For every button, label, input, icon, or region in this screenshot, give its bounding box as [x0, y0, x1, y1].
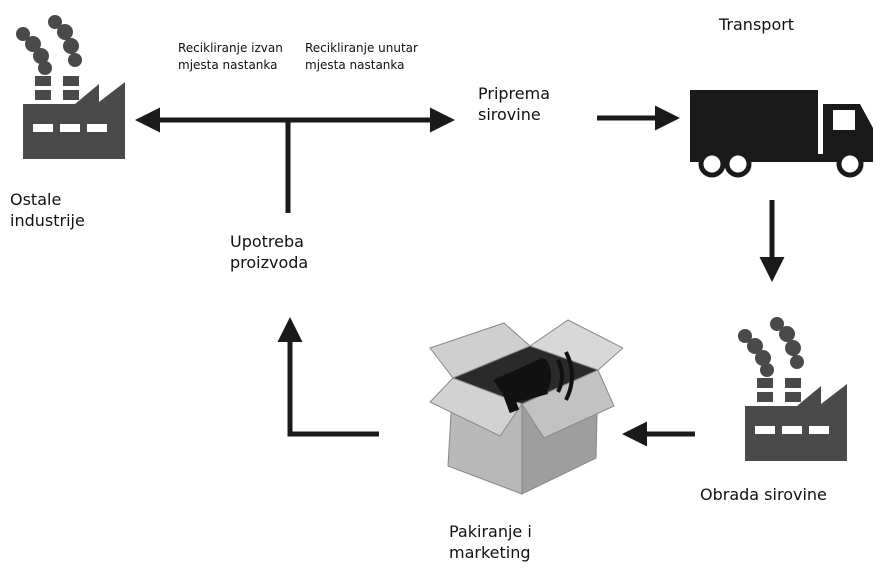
raw-prep-label: Priprema sirovine: [478, 84, 551, 124]
recycle-inside-label: Recikliranje unutar mjesta nastanka: [305, 41, 418, 72]
box-megaphone-icon: [429, 319, 623, 495]
processing-label: Obrada sirovine: [700, 485, 827, 504]
factory-icon: [16, 15, 125, 159]
truck-icon: [690, 90, 873, 178]
packaging-label: Pakiranje i marketing: [449, 522, 532, 562]
factory-icon: [738, 317, 847, 461]
product-use-label: Upotreba proizvoda: [230, 232, 309, 272]
recycle-outside-label: Recikliranje izvan mjesta nastanka: [178, 41, 283, 72]
transport-label: Transport: [719, 15, 795, 34]
packaging-to-use-arrow: [277, 317, 379, 437]
other-industries-label: Ostale industrije: [10, 190, 85, 230]
